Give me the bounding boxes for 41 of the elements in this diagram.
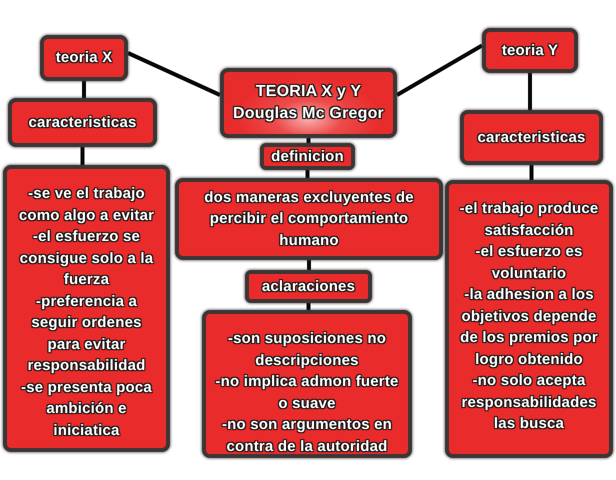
connector-line	[82, 81, 86, 98]
connector-line	[396, 44, 483, 97]
bullet-text: -no solo acepta responsabilidades las busca	[460, 371, 598, 434]
concept-box	[175, 178, 443, 260]
concept-box	[202, 310, 412, 458]
bullet-text: -se ve el trabajo como algo a evitar	[18, 184, 156, 226]
connector-line	[306, 138, 310, 143]
bullet-text: -el esfuerzo se consigue solo a la fuerza	[18, 227, 154, 290]
connector-line	[80, 147, 84, 165]
connector-line	[306, 170, 310, 178]
connector-line	[528, 73, 532, 110]
title-text: Douglas Mc Gregor	[233, 104, 384, 124]
connector-line	[530, 165, 534, 180]
concept-box	[482, 28, 578, 73]
bullet-text: -no implica admon fuerte o suave	[214, 372, 400, 414]
bullet-text: -preferencia a seguir ordenes para evitar responsabilidad	[26, 292, 147, 376]
concept-box	[3, 165, 170, 452]
concept-box	[40, 35, 128, 81]
concept-box	[260, 143, 355, 170]
concept-box	[220, 68, 397, 138]
concept-label: caracteristicas	[28, 112, 137, 132]
connector-line	[127, 51, 221, 97]
concept-label: teoria Y	[502, 40, 558, 60]
concept-box	[8, 98, 157, 147]
concept-label: definicion	[271, 146, 344, 166]
connector-line	[307, 260, 311, 270]
bullet-text: -la adhesion a los objetivos depende de los premios por logro obtenido	[459, 285, 599, 370]
concept-label: aclaraciones	[262, 276, 356, 296]
bullet-text: -se presenta poca ambición e iniciatica	[20, 378, 153, 440]
concept-label: teoria X	[56, 48, 112, 68]
bullet-text: -el trabajo produce satisfacción	[458, 199, 600, 240]
bullet-text: -el esfuerzo es voluntario	[474, 242, 584, 284]
bullet-text: -son suposiciones no descripciones	[226, 329, 388, 370]
concept-box	[460, 110, 603, 165]
connector-line	[306, 303, 310, 310]
concept-box	[245, 270, 372, 303]
title-text: TEORIA X y Y	[256, 82, 362, 102]
concept-label: caracteristicas	[477, 128, 586, 148]
concept-box	[445, 180, 613, 458]
definition-text: dos maneras excluyentes de percibir el comportamiento humano	[203, 188, 415, 251]
bullet-text: -no son argumentos en contra de la autoridad	[220, 415, 394, 456]
